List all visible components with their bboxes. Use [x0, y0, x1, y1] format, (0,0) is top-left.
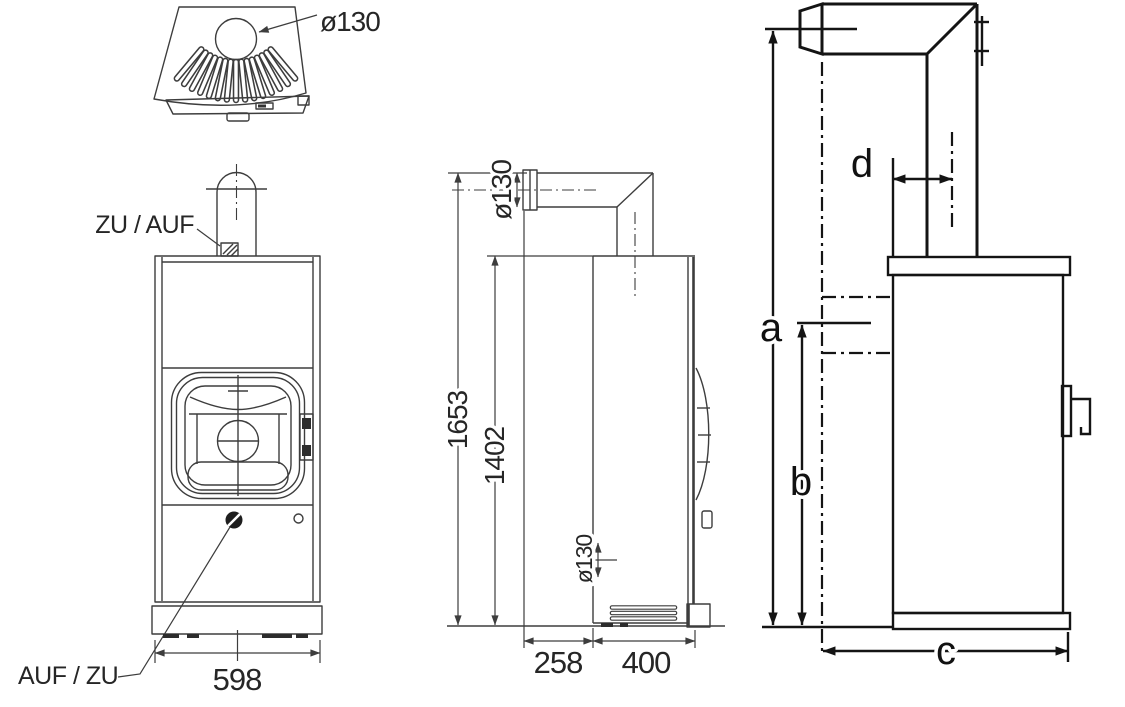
depth-label: 400: [622, 645, 671, 680]
flue-pipe-schematic: [765, 1, 979, 257]
height-flue-label: 1402: [479, 426, 510, 485]
dim-a-label: a: [760, 306, 783, 350]
dim-d-label: d: [851, 142, 873, 186]
dim-c: c: [822, 626, 1070, 677]
flue-circle: [214, 17, 258, 61]
chimney-pipe: [206, 164, 267, 256]
vent-slots: [177, 49, 295, 100]
flue-diameter-label-side: ø130: [486, 160, 517, 220]
rear-outlet-label: ø130: [571, 535, 597, 584]
flue-diameter-label: ø130: [320, 6, 380, 37]
dim-a: a: [756, 30, 786, 626]
wall-bracket: [974, 16, 989, 66]
dim-c-label: c: [936, 629, 956, 673]
door[interactable]: [170, 371, 314, 500]
door-hinge: [299, 413, 314, 461]
damper-bottom-leader: [117, 526, 231, 678]
base-schematic: [891, 611, 1072, 631]
flue-diameter-dimension: ø130: [483, 156, 521, 223]
flue-leader: [258, 14, 318, 33]
rear-outlet-dimension: ø130: [568, 531, 617, 587]
latch-side: [701, 510, 713, 529]
rear-outlet-reference: [820, 62, 893, 655]
top-view: ø130: [153, 6, 381, 122]
door-window: [187, 375, 289, 496]
front-view: ZU / AUF: [18, 164, 323, 697]
stove-body-schematic: [886, 255, 1092, 631]
offset-label: 258: [534, 645, 583, 680]
top-view-base: [165, 95, 310, 122]
damper-bottom-label: AUF / ZU: [18, 662, 118, 690]
dim-b-label: b: [790, 460, 812, 504]
depth-dimension: 258 400: [523, 211, 696, 680]
dim-d: d: [851, 142, 953, 257]
door-handle[interactable]: [1060, 384, 1092, 438]
front-foot: [686, 603, 711, 628]
height-total-dimension: 1653: [439, 172, 527, 626]
door-bulge: [695, 367, 710, 501]
clearance-schematic: a b d c: [756, 1, 1092, 677]
width-label: 598: [213, 662, 262, 697]
latch-hole: [293, 513, 304, 524]
height-flue-dimension: 1402: [476, 255, 593, 626]
top-plate: [886, 255, 1072, 277]
dim-b: b: [786, 321, 871, 626]
damper-top-label: ZU / AUF: [95, 211, 194, 239]
width-dimension: 598: [154, 630, 321, 697]
vent-grille: [609, 605, 678, 621]
flue-pipe-side: [452, 169, 654, 300]
side-view: 1653 1402 ø130: [439, 156, 725, 680]
damper-top-leader: [196, 228, 221, 247]
body-gray: [891, 273, 1065, 615]
air-knob[interactable]: [225, 511, 243, 529]
damper-valve[interactable]: [220, 242, 239, 257]
stove-body-side: [592, 255, 713, 628]
height-total-label: 1653: [442, 390, 473, 449]
